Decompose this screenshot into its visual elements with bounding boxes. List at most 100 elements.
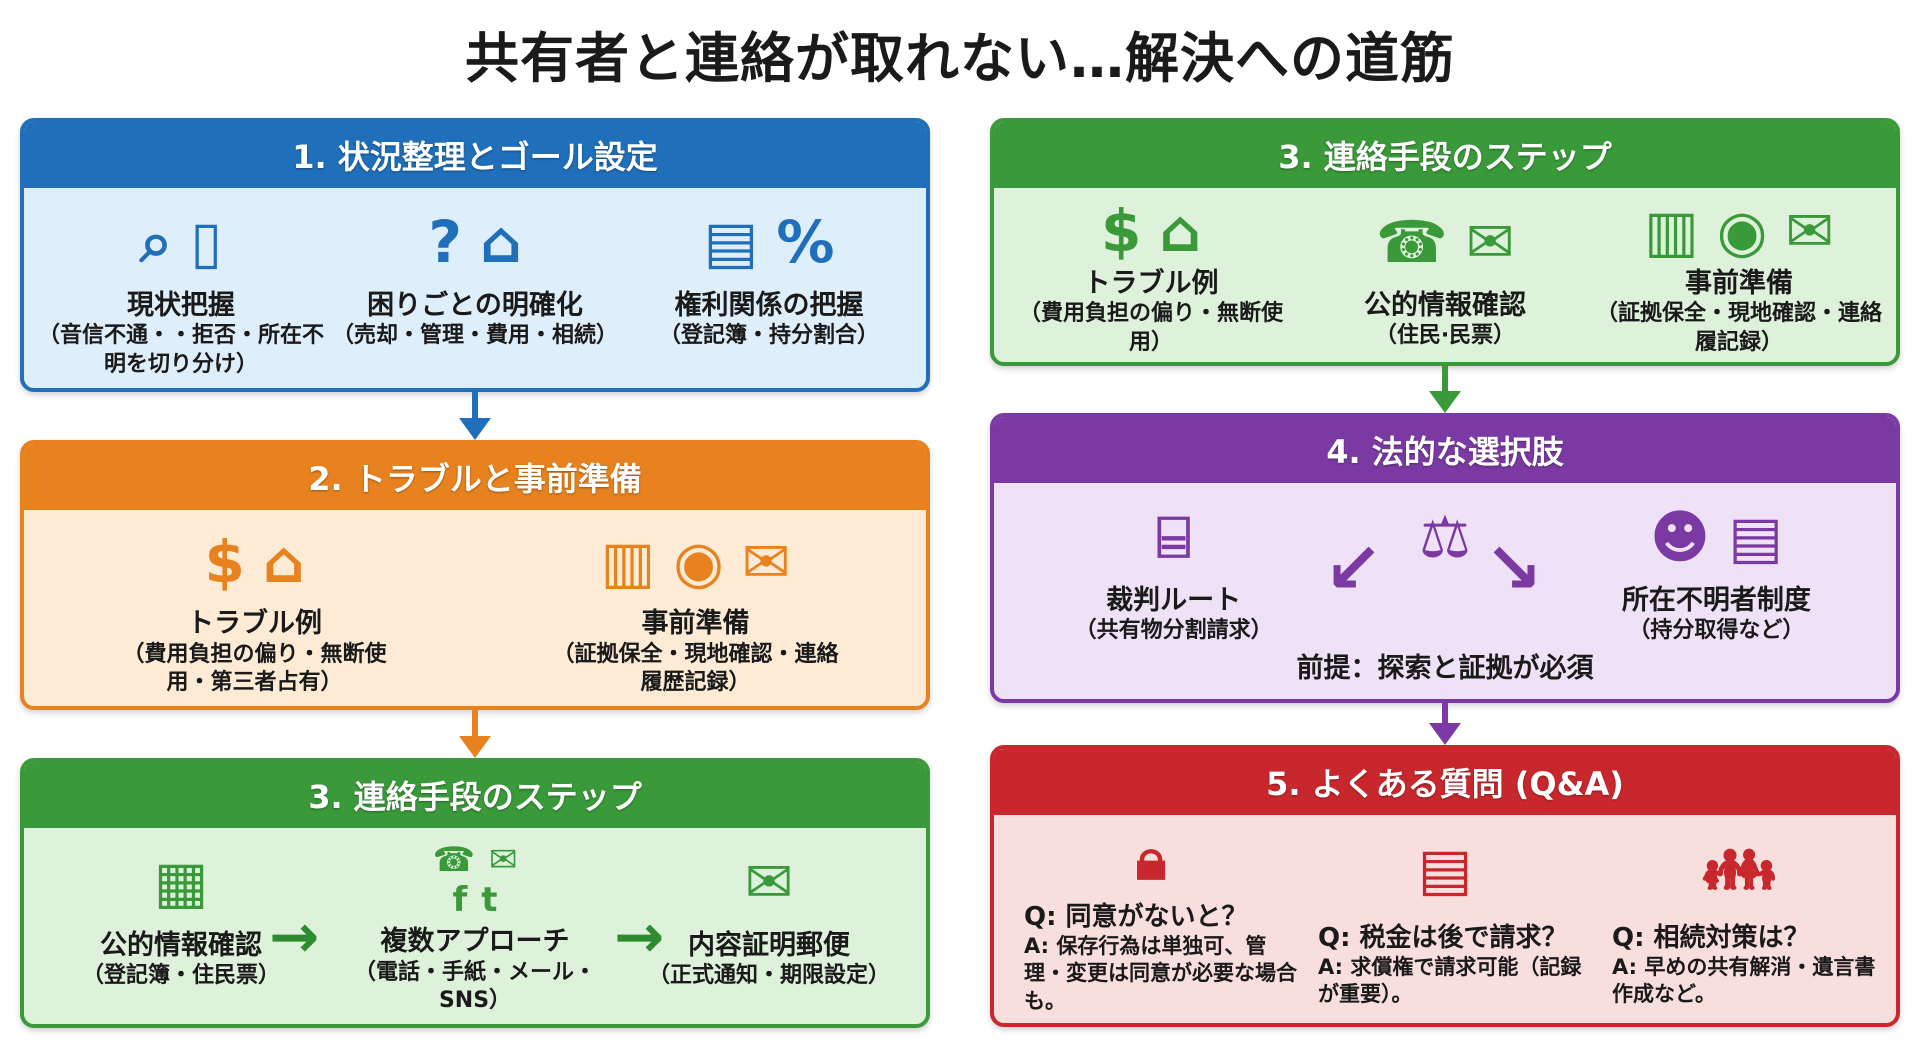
section-body: 🔒︎ Q: 同意がないと？A: 保存行為は単独可、管理・変更は同意が必要な場合も。… xyxy=(994,815,1896,1023)
item-title: 内容証明郵便 xyxy=(688,930,850,961)
answer: A: 保存行為は単独可、管理・変更は同意が必要な場合も。 xyxy=(1024,934,1297,1013)
section-header: 3. 連絡手段のステップ xyxy=(24,762,926,828)
icon-group: ▦ xyxy=(154,842,209,922)
qa-item: ▤Q: 税金は後で請求？A: 求償権で請求可能（記録が重要）。 xyxy=(1298,823,1592,1015)
prerequisite-note: 前提：探索と証拠が必須 xyxy=(1296,652,1594,684)
icon-group: ⌸ xyxy=(1156,497,1191,577)
icon-group: ▥◉✉ xyxy=(600,524,790,600)
money-bag-icon: $ xyxy=(204,528,245,597)
section-item: ▦ 公的情報確認（登記簿・住民票） xyxy=(34,836,328,1016)
cracked-house-icon: ⌂ xyxy=(1159,197,1201,265)
envelope-icon: ✉ xyxy=(1465,208,1515,276)
icon-group: 🔒︎ xyxy=(1136,829,1167,888)
answer: A: 求償権で請求可能（記録が重要）。 xyxy=(1318,955,1582,1007)
section-header: 2. トラブルと事前準備 xyxy=(24,444,926,510)
camera-icon: ◉ xyxy=(1716,197,1768,265)
item-title: 事前準備 xyxy=(1685,268,1793,299)
section-s1: 1. 状況整理とゴール設定⌕▯現状把握（音信不通・・拒否・所在不明を切り分け）?… xyxy=(20,118,930,392)
item-detail: （住民·民票） xyxy=(1374,323,1516,349)
item-detail: （共有物分割請求） xyxy=(1074,618,1273,644)
item-detail: （証拠保全・現地確認・連絡履歴記録） xyxy=(552,641,839,696)
item-detail: （費用負担の偏り・無断使用） xyxy=(1018,301,1283,355)
section-item: ⌸裁判ルート（共有物分割請求） xyxy=(1004,491,1343,691)
smartphone-icon: ▯ xyxy=(190,208,223,276)
question: Q: 税金は後で請求？ xyxy=(1318,923,1568,953)
item-title: トラブル例 xyxy=(187,608,322,640)
icon-group: ⌕▯ xyxy=(140,202,222,282)
item-detail: （正式通知・期限設定） xyxy=(647,963,890,989)
section-body: ⌕▯現状把握（音信不通・・拒否・所在不明を切り分け）?⌂困りごとの明確化（売却・… xyxy=(24,188,926,388)
page-title: 共有者と連絡が取れない…解決への道筋 xyxy=(465,27,1455,90)
arrow-down-icon xyxy=(459,736,491,758)
icon-group: ☻▤ xyxy=(1650,497,1783,577)
section-item: ⚖ xyxy=(1343,491,1547,691)
item-title: 事前準備 xyxy=(641,608,750,640)
item-title: トラブル例 xyxy=(1083,268,1219,299)
question: Q: 同意がないと？ xyxy=(1024,902,1248,933)
question: Q: 相続対策は？ xyxy=(1612,923,1810,953)
notebook-icon: ▥ xyxy=(1643,197,1699,265)
question-icon: ? xyxy=(428,208,463,276)
icon-group: ✉ xyxy=(745,842,794,922)
document-icon: ▤ xyxy=(703,208,759,276)
family-icon: 👪︎ xyxy=(1702,835,1776,903)
section-item: ☻▤所在不明者制度（持分取得など） xyxy=(1547,491,1886,691)
section-header: 1. 状況整理とゴール設定 xyxy=(24,122,926,188)
camera-icon: ◉ xyxy=(673,528,724,597)
icon-group: $⌂ xyxy=(1101,202,1201,260)
item-title: 公的情報確認 xyxy=(100,930,262,961)
arrow-right-icon: ↘ xyxy=(1484,527,1543,609)
section-item: $⌂トラブル例（費用負担の偏り・無断使用・第三者占有） xyxy=(34,518,475,698)
section-s4: 4. 法的な選択肢⌸裁判ルート（共有物分割請求）⚖☻▤所在不明者制度（持分取得な… xyxy=(990,413,1900,703)
item-detail: （持分取得など） xyxy=(1628,618,1805,644)
item-title: 困りごとの明確化 xyxy=(367,290,583,321)
icon-group: ?⌂ xyxy=(428,202,521,282)
connector-arrow xyxy=(1442,366,1448,393)
section-item: ▥◉✉ 事前準備（証拠保全・現地確認・連絡履歴記録） xyxy=(475,518,916,698)
qa-item: 👪︎Q: 相続対策は？A: 早めの共有解消・遺言書作成など。 xyxy=(1592,823,1886,1015)
item-detail: （証拠保全・現地確認・連絡履記録） xyxy=(1595,301,1882,355)
search-icon: ⌕ xyxy=(139,208,173,276)
item-detail: （電話・手紙・メール・SNS） xyxy=(353,959,596,1014)
money-bag-icon: $ xyxy=(1101,197,1142,265)
connector-arrow xyxy=(472,392,478,420)
envelope-icon: ✉ xyxy=(488,840,518,881)
step-arrow-icon: → xyxy=(614,902,665,972)
arrow-down-icon xyxy=(459,418,491,440)
section-item: ✉ 内容証明郵便（正式通知・期限設定） xyxy=(622,836,916,1016)
arrow-down-icon xyxy=(1429,723,1461,745)
section-item: ?⌂ 困りごとの明確化（売却・管理・費用・相続） xyxy=(328,196,622,380)
house-icon: ⌂ xyxy=(480,208,522,276)
notebook-icon: ▥ xyxy=(600,528,656,597)
phone-icon: ☎ xyxy=(1375,208,1448,276)
open-letter-icon: ✉ xyxy=(1785,197,1835,265)
item-detail: （売却・管理・費用・相続） xyxy=(331,323,618,349)
person-question-icon: ☻ xyxy=(1649,503,1711,571)
lock-icon: 🔒︎ xyxy=(1135,824,1167,893)
arrow-down-icon xyxy=(1429,391,1461,413)
twitter-icon: t xyxy=(481,880,498,921)
envelope-icon: ✉ xyxy=(741,528,791,597)
arrow-left-icon: ↙ xyxy=(1324,527,1383,609)
section-item: ☎✉ 公的情報確認（住民·民票） xyxy=(1298,196,1592,354)
item-detail: （登記簿・住民票） xyxy=(81,963,280,989)
icon-group: 👪︎ xyxy=(1702,829,1776,909)
section-s2: 2. トラブルと事前準備$⌂トラブル例（費用負担の偏り・無断使用・第三者占有）▥… xyxy=(20,440,930,710)
connector-arrow xyxy=(1442,703,1448,725)
section-item: ▤%権利関係の把握（登記簿・持分割合） xyxy=(622,196,916,380)
icon-group: ▤% xyxy=(704,202,835,282)
icon-group: ☎✉ xyxy=(1376,202,1515,282)
document-icon: ▤ xyxy=(1728,503,1784,571)
section-header: 5. よくある質問 (Q&A) xyxy=(994,749,1896,815)
courthouse-icon: ⌸ xyxy=(1156,503,1192,571)
scales-icon: ⚖ xyxy=(1419,503,1471,571)
item-title: 公的情報確認 xyxy=(1364,290,1526,321)
cracked-house-icon: ⌂ xyxy=(262,528,305,597)
connector-arrow xyxy=(472,710,478,738)
item-title: 現状把握 xyxy=(127,290,235,321)
certified-mail-icon: ✉ xyxy=(744,848,794,916)
qa-item: 🔒︎ Q: 同意がないと？A: 保存行為は単独可、管理・変更は同意が必要な場合も。 xyxy=(1004,823,1298,1015)
